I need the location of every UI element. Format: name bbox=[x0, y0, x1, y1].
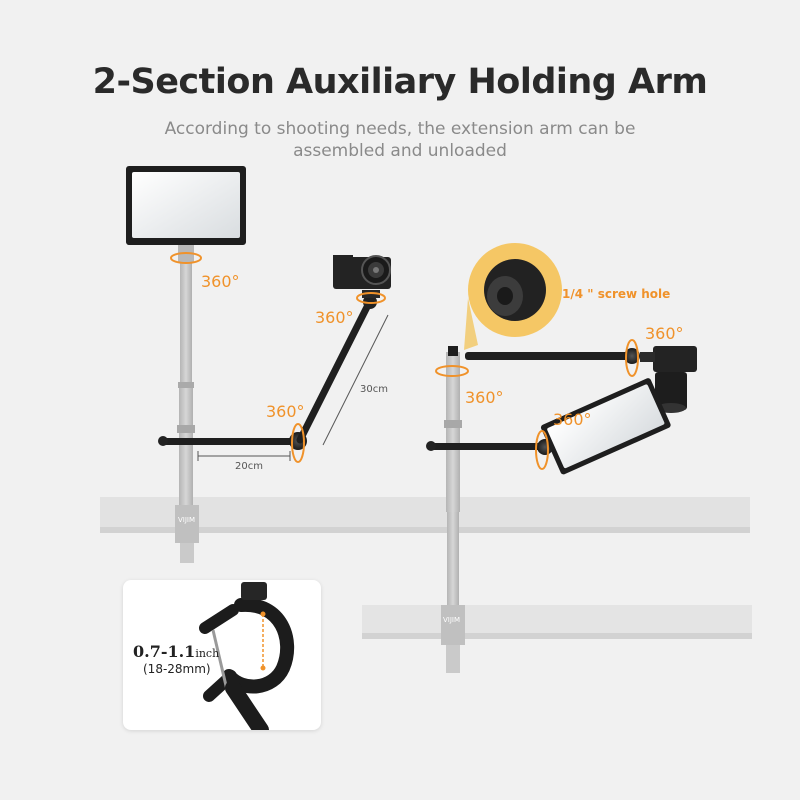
subtitle-line-2: assembled and unloaded bbox=[293, 141, 507, 161]
rotation-label-joint: 360° bbox=[266, 402, 305, 421]
rotation-label-upper-left: 360° bbox=[465, 388, 504, 407]
page-subtitle: According to shooting needs, the extensi… bbox=[100, 118, 700, 162]
magnifier-pointer bbox=[464, 298, 478, 350]
rotation-arrow-upper-right bbox=[625, 339, 639, 377]
rotation-label-upper-right: 360° bbox=[645, 324, 684, 343]
right-camera bbox=[653, 346, 697, 372]
right-brand-mark: VIJIM bbox=[443, 616, 460, 624]
subtitle-line-1: According to shooting needs, the extensi… bbox=[164, 119, 636, 139]
rotation-arrow-joint bbox=[291, 423, 305, 463]
right-panel-light bbox=[540, 378, 671, 475]
desk-surface-right-edge bbox=[362, 633, 752, 639]
desk-surface-left-edge bbox=[100, 527, 750, 533]
left-arm-upper bbox=[296, 301, 372, 444]
rotation-arrow-upper-left bbox=[435, 365, 469, 377]
left-arm-lower bbox=[160, 438, 300, 445]
clamp-detail-inset: 0.7-1.1inch (18-28mm) bbox=[123, 580, 321, 730]
rotation-label-lower: 360° bbox=[553, 410, 592, 429]
rotation-label-camera: 360° bbox=[315, 308, 354, 327]
arm-length-label-lower: 20cm bbox=[235, 461, 263, 472]
rotation-label-top: 360° bbox=[201, 272, 240, 291]
page-title: 2-Section Auxiliary Holding Arm bbox=[92, 62, 708, 102]
rotation-arrow-lower bbox=[535, 430, 549, 470]
clamp-range-mm: (18-28mm) bbox=[143, 662, 211, 676]
desk-surface-right bbox=[362, 605, 752, 633]
clamp-range-value: 0.7-1.1 bbox=[133, 642, 196, 661]
clamp-illustration bbox=[199, 582, 295, 730]
rotation-arrow-camera bbox=[356, 292, 386, 304]
left-clamp bbox=[175, 505, 199, 543]
left-pole bbox=[180, 262, 192, 382]
right-clamp bbox=[441, 605, 465, 645]
clamp-range-label: 0.7-1.1inch bbox=[133, 642, 219, 661]
right-arm-lower bbox=[428, 443, 548, 450]
right-pole bbox=[446, 352, 460, 512]
clamp-range-unit: inch bbox=[195, 647, 220, 660]
desk-surface-left bbox=[100, 497, 750, 527]
dimension-line-30cm bbox=[322, 314, 389, 446]
rotation-arrow-top bbox=[170, 252, 202, 264]
left-brand-mark: VIJIM bbox=[178, 516, 195, 524]
right-arm-upper bbox=[465, 352, 633, 360]
arm-length-label-upper: 30cm bbox=[360, 384, 388, 395]
left-setup: VIJIM bbox=[126, 166, 391, 563]
right-setup: VIJIM bbox=[426, 243, 697, 673]
screw-hole-label: 1/4 " screw hole bbox=[562, 287, 671, 301]
